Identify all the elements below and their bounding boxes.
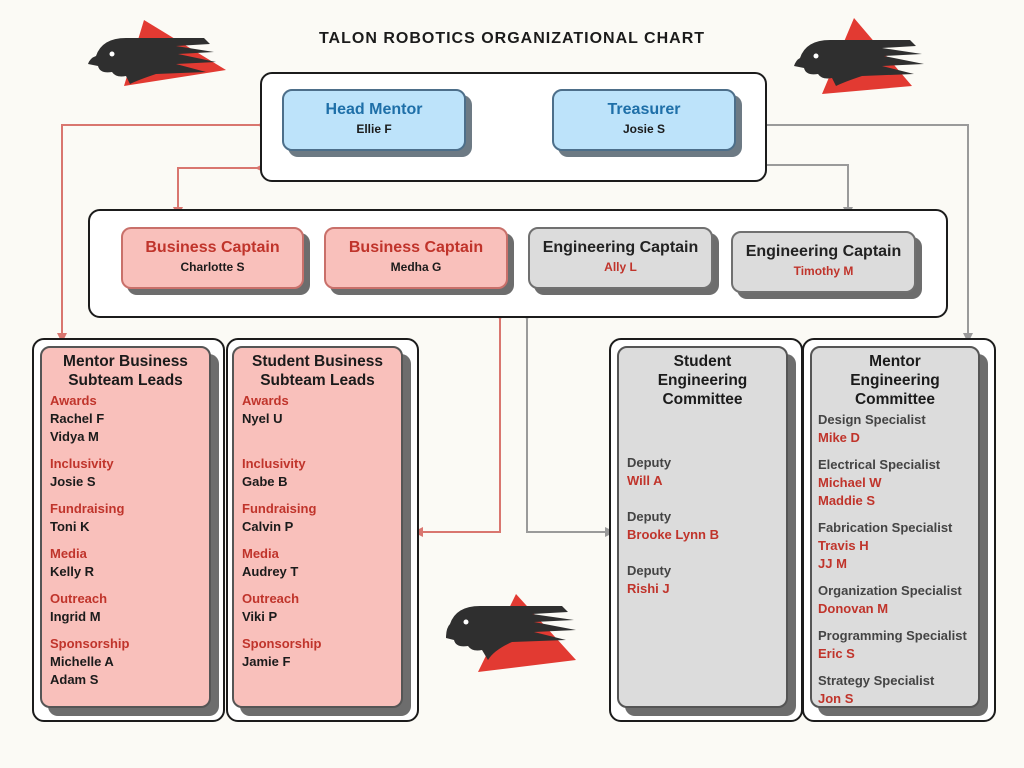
group-label: Fabrication Specialist: [818, 520, 953, 535]
head-mentor-card: Head Mentor Ellie F: [282, 89, 466, 151]
captain-card: Engineering Captain Ally L: [528, 227, 713, 289]
member-name: Gabe B: [242, 474, 288, 489]
member-name: Jamie F: [242, 654, 291, 669]
group-label: Media: [50, 546, 87, 561]
treasurer-card: Treasurer Josie S: [552, 89, 736, 151]
member-name: Ingrid M: [50, 609, 101, 624]
group-label: Inclusivity: [242, 456, 306, 471]
group-label: Outreach: [50, 591, 108, 606]
student-engineering-list: Deputy Will A Deputy Brooke Lynn B Deput…: [627, 454, 719, 598]
mentor-business-list: Awards Rachel F Vidya M Inclusivity Josi…: [50, 392, 129, 689]
group-label: Sponsorship: [50, 636, 130, 651]
group-label: Media: [242, 546, 279, 561]
mentor-engineering-title: Mentor Engineering Committee: [850, 353, 940, 408]
captain-name: Timothy M: [793, 264, 854, 278]
captain-card: Business Captain Medha G: [324, 227, 508, 289]
captain-card: Business Captain Charlotte S: [121, 227, 304, 289]
member-name: Nyel U: [242, 411, 283, 426]
member-name: Kelly R: [50, 564, 95, 579]
member-name: Mike D: [818, 430, 860, 445]
group-label: Programming Specialist: [818, 628, 967, 643]
group-label: Awards: [50, 393, 97, 408]
student-engineering-title: Student Engineering Committee: [657, 353, 748, 408]
student-engineering-panel: Student Engineering Committee Deputy Wil…: [617, 346, 788, 708]
member-name: Josie S: [50, 474, 96, 489]
member-name: Michelle A: [50, 654, 114, 669]
line-top-to-engineering-captain: [757, 160, 853, 217]
member-name: Rishi J: [627, 581, 670, 596]
captain-card: Engineering Captain Timothy M: [731, 231, 916, 293]
line-captains-to-student-engineering: [522, 311, 615, 537]
group-label: Inclusivity: [50, 456, 114, 471]
mentor-business-title: Mentor Business Subteam Leads: [63, 353, 188, 389]
head-mentor-role: Head Mentor: [325, 101, 423, 118]
member-name: Rachel F: [50, 411, 105, 426]
group-label: Design Specialist: [818, 412, 926, 427]
treasurer-name: Josie S: [622, 122, 666, 136]
member-name: Adam S: [50, 672, 99, 687]
mentor-engineering-panel: Mentor Engineering Committee Design Spec…: [810, 346, 980, 708]
captain-name: Charlotte S: [180, 260, 245, 274]
captain-role: Business Captain: [348, 239, 484, 256]
captain-role: Engineering Captain: [745, 243, 902, 260]
member-name: Michael W: [818, 475, 882, 490]
mentor-engineering-list: Design Specialist Mike D Electrical Spec…: [818, 411, 967, 708]
member-name: Vidya M: [50, 429, 99, 444]
member-name: Maddie S: [818, 493, 876, 508]
group-label: Deputy: [627, 455, 672, 470]
page-title: TALON ROBOTICS ORGANIZATIONAL CHART: [318, 30, 706, 47]
captain-name: Ally L: [604, 260, 637, 274]
member-name: Viki P: [242, 609, 278, 624]
group-label: Electrical Specialist: [818, 457, 941, 472]
group-label: Awards: [242, 393, 289, 408]
eagle-head-logo: [446, 594, 576, 672]
captain-role: Engineering Captain: [542, 239, 699, 256]
group-label: Fundraising: [50, 501, 125, 516]
member-name: Eric S: [818, 646, 855, 661]
line-head-mentor-to-mentor-business: [57, 120, 267, 343]
eagle-head-logo: [794, 18, 924, 94]
captain-name: Medha G: [390, 260, 442, 274]
captain-role: Business Captain: [145, 239, 280, 256]
group-label: Strategy Specialist: [818, 673, 935, 688]
group-label: Sponsorship: [242, 636, 322, 651]
line-captains-to-student-business: [413, 311, 505, 537]
eagle-head-logo: [88, 20, 226, 86]
member-name: Calvin P: [242, 519, 294, 534]
line-treasurer-to-mentor-engineering: [757, 120, 973, 343]
member-name: JJ M: [818, 556, 847, 571]
member-name: Will A: [627, 473, 663, 488]
mentor-business-panel: Mentor Business Subteam Leads Awards Rac…: [40, 346, 211, 708]
member-name: Toni K: [50, 519, 90, 534]
group-label: Deputy: [627, 563, 672, 578]
member-name: Travis H: [818, 538, 869, 553]
group-label: Outreach: [242, 591, 300, 606]
group-label: Fundraising: [242, 501, 317, 516]
treasurer-role: Treasurer: [607, 101, 681, 118]
member-name: Audrey T: [242, 564, 299, 579]
line-top-to-business-captain: [173, 163, 265, 217]
member-name: Jon S: [818, 691, 854, 706]
student-business-list: Awards Nyel U Inclusivity Gabe B Fundrai…: [242, 392, 321, 671]
student-business-panel: Student Business Subteam Leads Awards Ny…: [232, 346, 403, 708]
group-label: Organization Specialist: [818, 583, 962, 598]
head-mentor-name: Ellie F: [356, 122, 392, 136]
member-name: Donovan M: [818, 601, 889, 616]
group-label: Deputy: [627, 509, 672, 524]
member-name: Brooke Lynn B: [627, 527, 719, 542]
student-business-title: Student Business Subteam Leads: [252, 353, 383, 389]
